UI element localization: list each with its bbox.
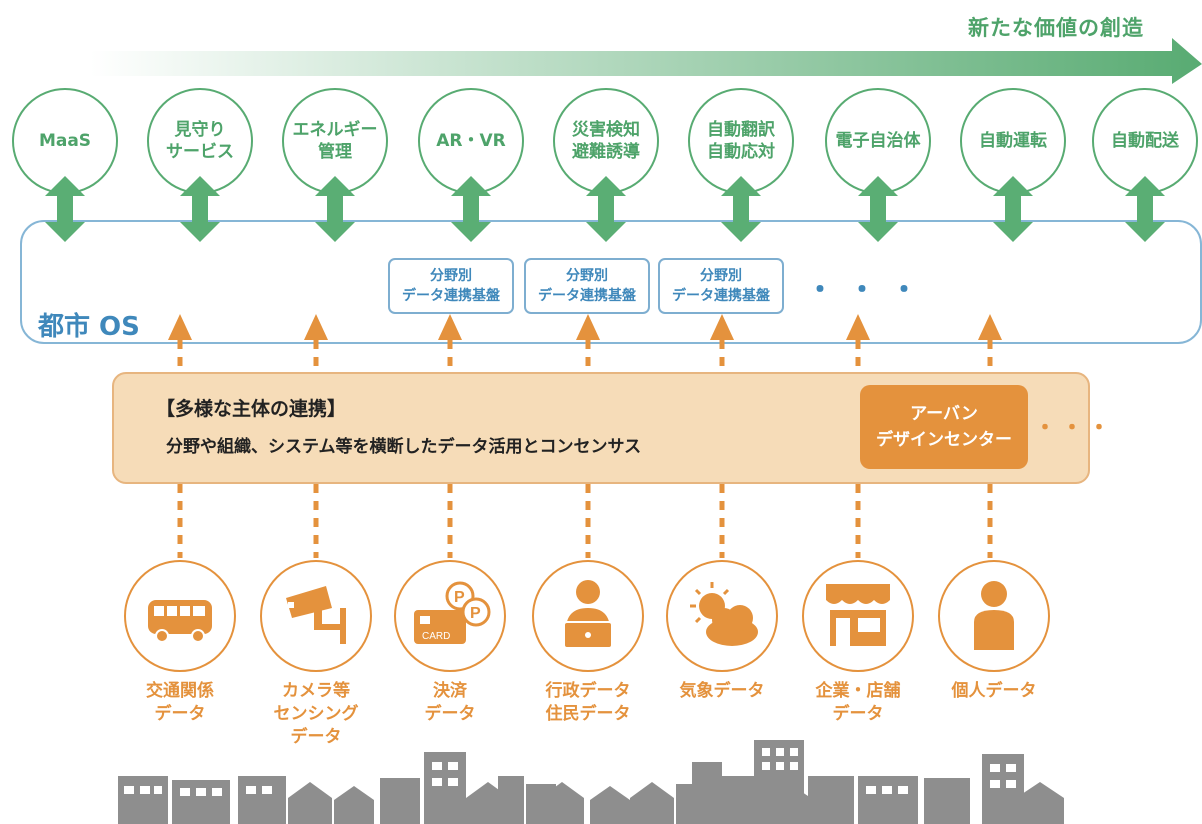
up-arrowhead-icon xyxy=(710,314,734,340)
collaboration-title: 【多様な主体の連携】 xyxy=(156,398,347,420)
value-creation-arrow xyxy=(90,38,1202,84)
svg-text:CARD: CARD xyxy=(422,631,450,642)
double-arrow-icon xyxy=(721,176,761,242)
service-os-arrows xyxy=(45,176,1165,242)
payment-card-icon: CARD P P xyxy=(414,581,491,644)
data-source-label: 個人データ xyxy=(951,681,1037,701)
double-arrow-icon xyxy=(993,176,1033,242)
up-arrowhead-icon xyxy=(168,314,192,340)
data-source-camera xyxy=(260,560,372,672)
more-platforms-ellipsis: ・・・ xyxy=(806,273,933,306)
double-arrow-icon xyxy=(858,176,898,242)
double-arrow-icon xyxy=(180,176,220,242)
data-platform-1: 分野別 データ連携基盤 xyxy=(388,258,514,314)
svg-text:P: P xyxy=(470,605,481,622)
double-arrow-icon xyxy=(451,176,491,242)
headline: 新たな価値の創造 xyxy=(968,16,1144,40)
data-platform-2: 分野別 データ連携基盤 xyxy=(524,258,650,314)
up-arrowhead-icon xyxy=(978,314,1002,340)
data-platform-3: 分野別 データ連携基盤 xyxy=(658,258,784,314)
person-icon xyxy=(974,581,1014,650)
city-os-label: 都市 OS xyxy=(38,312,140,342)
double-arrow-icon xyxy=(1125,176,1165,242)
data-source-government xyxy=(532,560,644,672)
data-source-weather xyxy=(666,560,778,672)
data-flow-arrows xyxy=(168,314,1002,558)
collaboration-subtitle: 分野や組織、システム等を横断したデータ活用とコンセンサス xyxy=(166,437,642,457)
data-source-label: 交通関係 データ xyxy=(146,681,214,724)
more-actors-ellipsis: ・・・ xyxy=(1034,416,1116,441)
data-source-label: 企業・店舗 データ xyxy=(815,681,901,724)
data-source-transport xyxy=(124,560,236,672)
shop-icon xyxy=(826,584,890,646)
data-source-payment: CARD P P xyxy=(394,560,506,672)
data-source-label: 気象データ xyxy=(679,681,765,701)
data-source-label: 決済 データ xyxy=(424,681,476,724)
data-source-label: カメラ等 センシング データ xyxy=(273,681,359,747)
double-arrow-icon xyxy=(45,176,85,242)
city-skyline-illustration xyxy=(118,740,1064,824)
data-source-label: 行政データ 住民データ xyxy=(545,681,631,724)
government-worker-icon xyxy=(563,580,613,649)
double-arrow-icon xyxy=(315,176,355,242)
data-source-personal xyxy=(938,560,1050,672)
up-arrowhead-icon xyxy=(846,314,870,340)
data-source-business xyxy=(802,560,914,672)
bus-icon xyxy=(148,600,212,643)
security-camera-icon xyxy=(286,586,346,644)
up-arrowhead-icon xyxy=(576,314,600,340)
up-arrowhead-icon xyxy=(438,314,462,340)
double-arrow-icon xyxy=(586,176,626,242)
urban-design-center-box: アーバン デザインセンター xyxy=(860,385,1028,469)
up-arrowhead-icon xyxy=(304,314,328,340)
weather-icon xyxy=(690,582,758,646)
svg-text:P: P xyxy=(454,589,465,606)
